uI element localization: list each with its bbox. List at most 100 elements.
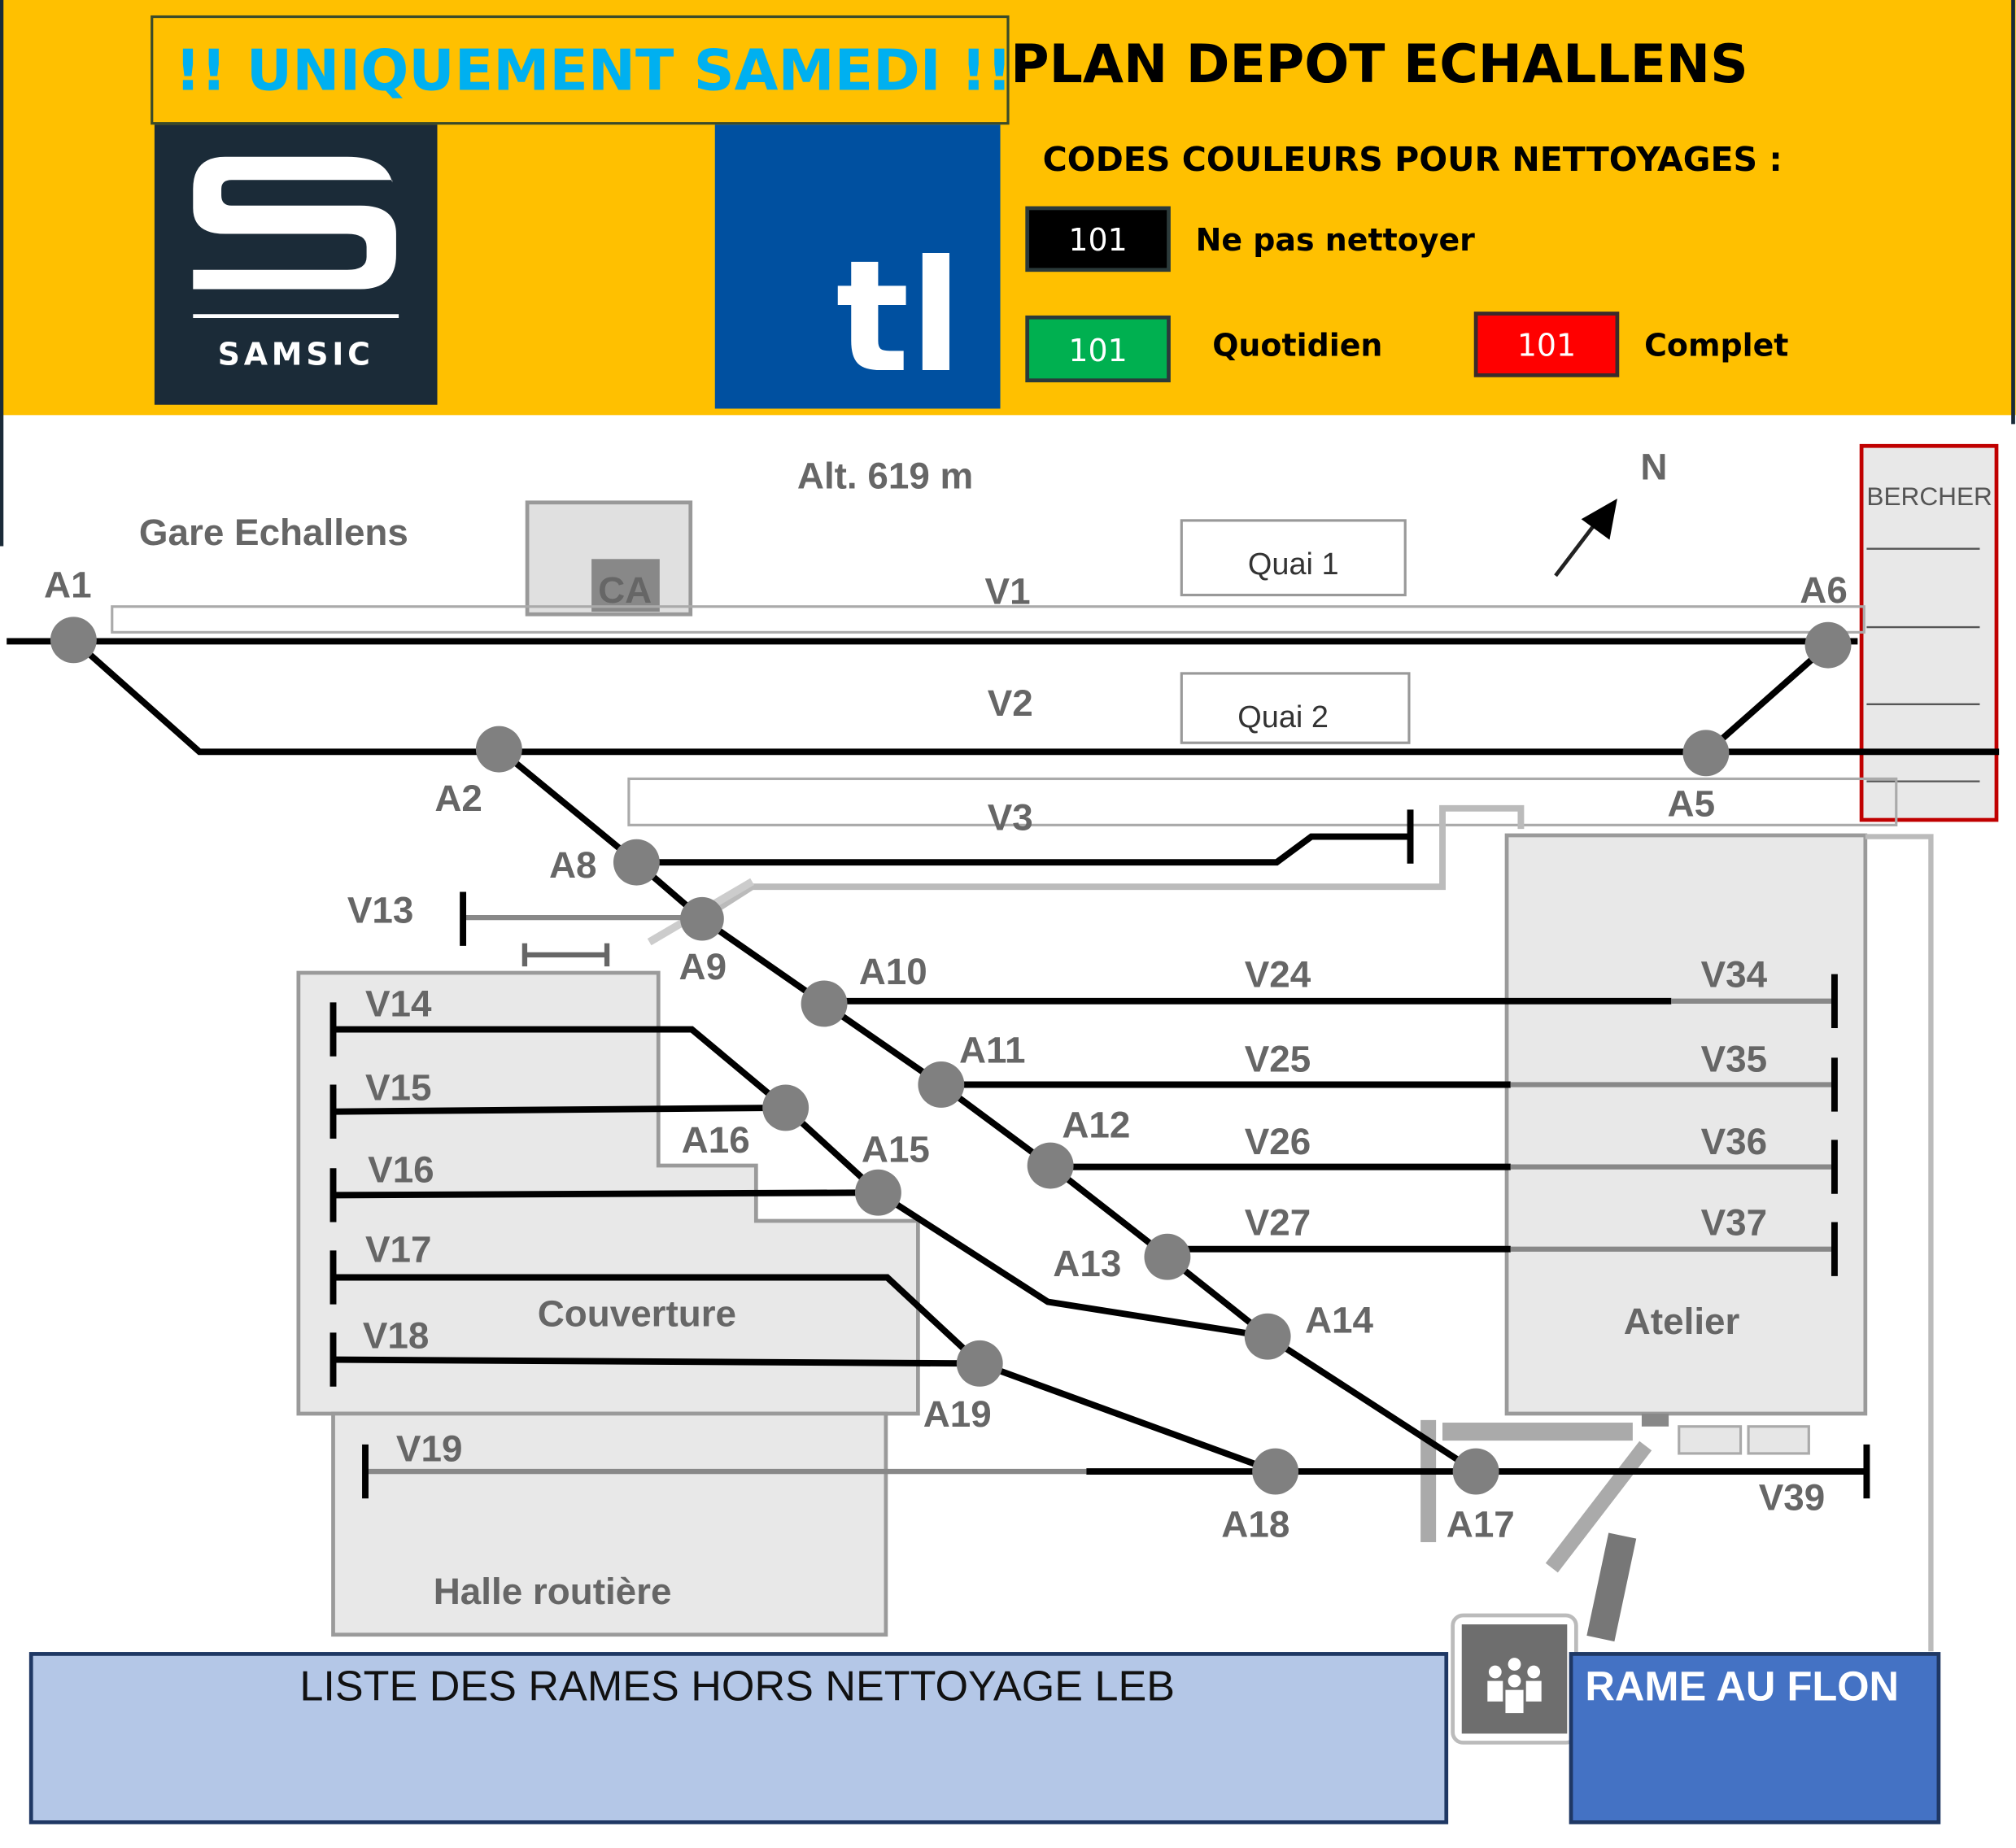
switch-a16 — [762, 1084, 809, 1131]
assembly-point-icon — [1451, 1613, 1578, 1745]
tl-logo: tl — [714, 124, 1001, 409]
svg-text:V26: V26 — [1245, 1121, 1311, 1162]
switch-a1 — [50, 617, 97, 664]
platform-3 — [627, 777, 1898, 826]
quai-2-box — [1180, 672, 1411, 744]
svg-text:V19: V19 — [396, 1427, 463, 1469]
switch-labels: A1 A2 A5 A6 A8 A9 A10 A11 A12 A13 A14 A1… — [44, 564, 1848, 1545]
svg-text:A17: A17 — [1447, 1504, 1515, 1545]
switch-a12 — [1027, 1142, 1074, 1189]
svg-text:V24: V24 — [1245, 953, 1311, 995]
samsic-logo: SAMSIC — [154, 124, 438, 405]
svg-text:SAMSIC: SAMSIC — [218, 337, 374, 373]
switch-a17 — [1452, 1448, 1499, 1495]
svg-text:A5: A5 — [1668, 782, 1716, 824]
halle-label: Halle routière — [434, 1571, 672, 1612]
svg-text:V17: V17 — [365, 1229, 432, 1270]
svg-text:A11: A11 — [959, 1030, 1026, 1071]
svg-text:V14: V14 — [365, 983, 432, 1025]
north-arrow-icon — [1554, 499, 1617, 578]
svg-text:101: 101 — [1068, 222, 1127, 258]
svg-text:A18: A18 — [1221, 1504, 1289, 1545]
svg-text:A8: A8 — [549, 844, 597, 886]
switch-a5 — [1682, 730, 1730, 777]
svg-text:V3: V3 — [988, 797, 1033, 839]
svg-text:Quotidien: Quotidien — [1212, 328, 1382, 364]
hors-nettoyage-list-box[interactable] — [28, 1652, 1449, 1824]
couverture-label: Couverture — [538, 1293, 736, 1335]
svg-text:V16: V16 — [368, 1149, 434, 1191]
switch-a10 — [801, 980, 848, 1027]
svg-text:V35: V35 — [1701, 1039, 1768, 1080]
station-label: Gare Echallens — [139, 512, 408, 553]
svg-text:V27: V27 — [1245, 1201, 1311, 1243]
svg-text:A10: A10 — [859, 951, 927, 992]
switch-nodes — [50, 617, 1852, 1495]
notice-box — [151, 15, 1010, 125]
svg-text:V34: V34 — [1701, 953, 1768, 995]
legend-title: CODES COULEURS POUR NETTOYAGES : — [1043, 140, 1783, 179]
svg-text:BERCHER: BERCHER — [1866, 482, 1992, 511]
switch-a15 — [854, 1169, 901, 1216]
ca-box — [591, 559, 660, 612]
track-labels: V1 V2 V3 V13 V14 V15 V16 V17 V18 V19 V24… — [347, 571, 1825, 1519]
switch-a18 — [1252, 1448, 1299, 1495]
switch-a11 — [918, 1061, 965, 1108]
svg-text:A19: A19 — [923, 1393, 992, 1435]
notice-text: !! UNIQUEMENT SAMEDI !! — [175, 38, 1012, 104]
quai-2-label: Quai 2 — [1237, 700, 1329, 734]
legend-item-quotidien: 101 Quotidien — [1025, 315, 1382, 383]
svg-text:101: 101 — [1068, 333, 1127, 368]
svg-text:V18: V18 — [363, 1314, 429, 1356]
svg-text:V25: V25 — [1245, 1039, 1311, 1080]
page-title: PLAN DEPOT ECHALLENS — [1010, 34, 1748, 95]
svg-text:V2: V2 — [988, 682, 1033, 724]
svg-text:A15: A15 — [862, 1128, 930, 1170]
switch-a6 — [1804, 621, 1852, 669]
rame-au-flon-box[interactable] — [1569, 1652, 1941, 1824]
svg-text:A6: A6 — [1800, 569, 1848, 611]
switch-a9 — [680, 896, 724, 941]
svg-text:A1: A1 — [44, 564, 92, 606]
svg-text:A12: A12 — [1062, 1104, 1130, 1145]
platform-1 — [111, 605, 1865, 634]
halle-routiere-building — [331, 1411, 888, 1637]
quai-1-label: Quai 1 — [1248, 547, 1339, 582]
svg-text:V13: V13 — [347, 889, 414, 931]
altitude-label: Alt. 619 m — [797, 455, 973, 496]
north-label: N — [1640, 446, 1667, 487]
svg-text:A2: A2 — [434, 778, 482, 819]
svg-text:V36: V36 — [1701, 1121, 1768, 1162]
svg-text:Ne pas nettoyer: Ne pas nettoyer — [1196, 222, 1475, 258]
switch-a8 — [613, 839, 660, 886]
misc-structures — [647, 804, 1810, 1642]
switch-a14 — [1244, 1313, 1291, 1360]
legend-item-complet: 101 Complet — [1473, 312, 1788, 377]
svg-text:A13: A13 — [1053, 1243, 1121, 1284]
svg-text:tl: tl — [836, 227, 962, 407]
switch-a13 — [1144, 1233, 1191, 1280]
svg-text:V37: V37 — [1701, 1201, 1768, 1243]
bercher-box: BERCHER — [1859, 443, 1999, 822]
svg-text:101: 101 — [1517, 328, 1576, 364]
svg-text:A14: A14 — [1305, 1299, 1374, 1340]
depot-boundary — [1865, 834, 1934, 1652]
atelier-label: Atelier — [1624, 1301, 1740, 1342]
legend-item-ne-pas-nettoyer: 101 Ne pas nettoyer — [1025, 206, 1475, 272]
quai-1-box — [1180, 519, 1407, 597]
ca-label: CA — [598, 569, 652, 611]
atelier-building — [1504, 833, 1868, 1416]
hors-nettoyage-list-title: LISTE DES RAMES HORS NETTOYAGE LEB — [299, 1663, 1175, 1710]
svg-text:Complet: Complet — [1644, 328, 1788, 364]
svg-text:A9: A9 — [679, 946, 727, 987]
tracks — [7, 637, 2000, 1499]
switch-a19 — [956, 1340, 1003, 1387]
svg-text:V15: V15 — [365, 1066, 432, 1108]
svg-text:A16: A16 — [682, 1119, 750, 1161]
svg-text:V39: V39 — [1759, 1476, 1825, 1518]
rame-au-flon-title: RAME AU FLON — [1585, 1663, 1899, 1709]
switch-a2 — [475, 726, 522, 773]
svg-text:V1: V1 — [985, 571, 1031, 612]
